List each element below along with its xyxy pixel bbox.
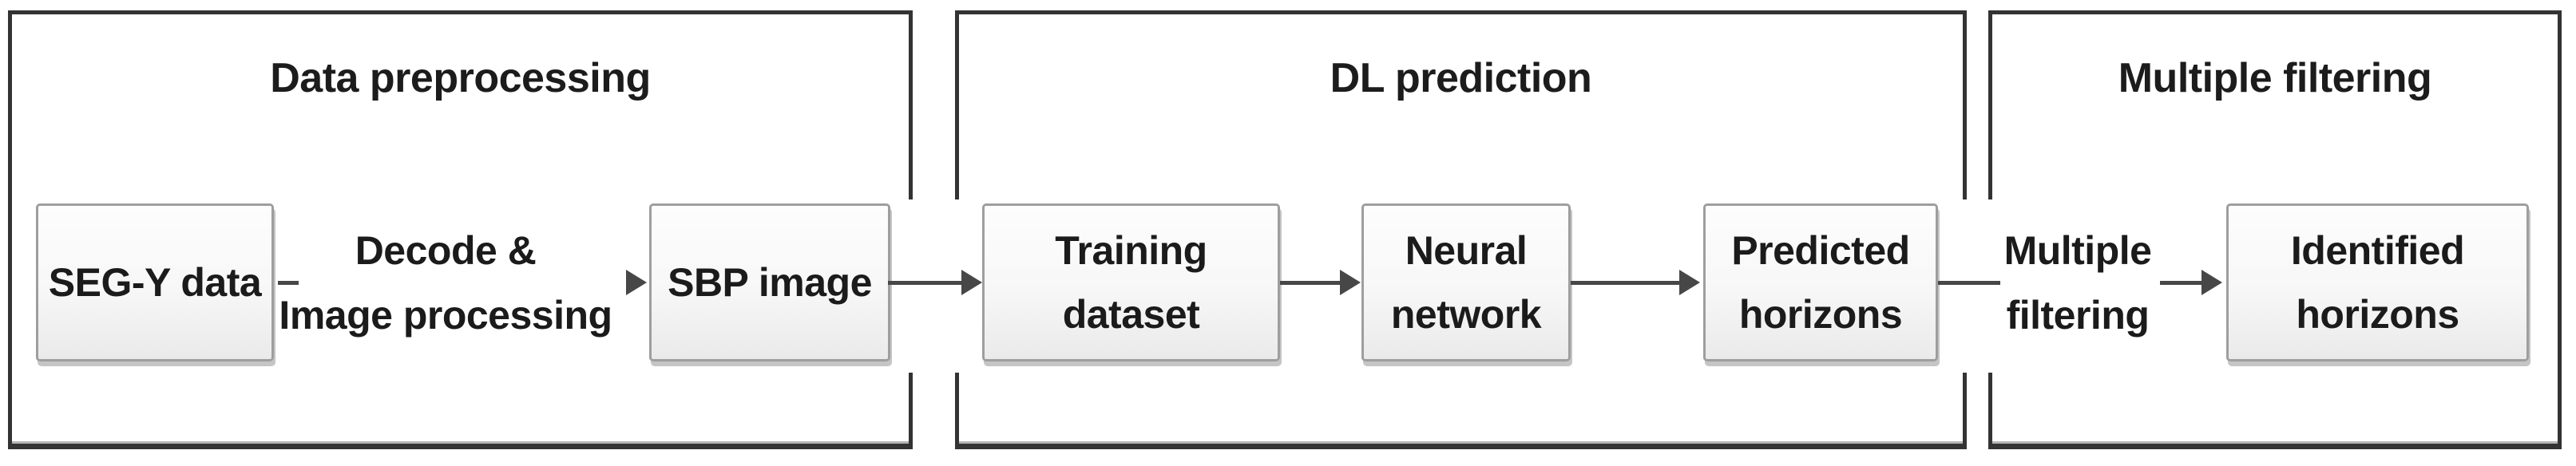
panel2-border-bottom bbox=[955, 441, 1967, 449]
node-segy-data-label: SEG-Y data bbox=[48, 260, 262, 305]
arrowhead-into-identified-icon bbox=[2201, 270, 2222, 295]
panel1-border-top bbox=[8, 10, 913, 14]
node-segy-data: SEG-Y data bbox=[36, 203, 274, 361]
panel3-border-right bbox=[2558, 10, 2562, 448]
node-predicted-horizons-label-line1: Predicted bbox=[1731, 228, 1910, 273]
panel3-border-top bbox=[1988, 10, 2562, 14]
node-sbp-image-label: SBP image bbox=[668, 260, 872, 305]
panel2-border-left-lower bbox=[955, 373, 959, 448]
panel1-border-bottom bbox=[8, 441, 913, 449]
edge-label-decode-line1: Decode & bbox=[355, 228, 537, 273]
edge-label-multiple-filtering: Multiple filtering bbox=[1991, 209, 2165, 357]
node-predicted-horizons: Predicted horizons bbox=[1703, 203, 1938, 361]
panel3-border-left-upper bbox=[1988, 10, 1992, 199]
edge-sbp-to-training-line bbox=[888, 281, 961, 285]
panel2-border-right-lower bbox=[1963, 373, 1967, 448]
node-neural-network-label-line2: network bbox=[1390, 292, 1542, 337]
arrowhead-into-predicted-icon bbox=[1679, 270, 1700, 295]
node-neural-network: Neural network bbox=[1361, 203, 1571, 361]
edge-label-decode-image-processing: Decode & Image processing bbox=[276, 209, 615, 357]
panel2-border-top bbox=[955, 10, 1967, 14]
panel-title-multiple-filtering: Multiple filtering bbox=[2118, 55, 2432, 101]
edge-filter-to-identified-line bbox=[2160, 281, 2201, 285]
panel-title-dl-prediction: DL prediction bbox=[1330, 55, 1592, 101]
panel1-border-right-upper bbox=[909, 10, 913, 199]
panel1-border-left bbox=[8, 10, 12, 448]
node-training-dataset: Training dataset bbox=[982, 203, 1280, 361]
node-training-dataset-label-line2: dataset bbox=[1062, 292, 1200, 337]
node-neural-network-label-line1: Neural bbox=[1405, 228, 1528, 273]
node-identified-horizons-label-line2: horizons bbox=[2296, 292, 2459, 337]
panel2-border-right-upper bbox=[1963, 10, 1967, 199]
panel1-border-right-lower bbox=[909, 373, 913, 448]
edge-training-to-neural-line bbox=[1280, 281, 1340, 285]
node-sbp-image: SBP image bbox=[649, 203, 890, 361]
panel3-border-bottom bbox=[1988, 441, 2562, 449]
panel-title-data-preprocessing: Data preprocessing bbox=[270, 55, 651, 101]
edge-label-filter-line1: Multiple bbox=[2003, 228, 2152, 273]
arrowhead-into-sbp-icon bbox=[626, 270, 647, 295]
edge-predicted-to-filter-stub bbox=[1938, 281, 2000, 285]
node-identified-horizons: Identified horizons bbox=[2226, 203, 2529, 361]
edge-label-decode-line2: Image processing bbox=[279, 293, 612, 338]
node-predicted-horizons-label-line2: horizons bbox=[1738, 292, 1903, 337]
arrowhead-into-neural-icon bbox=[1340, 270, 1361, 295]
panel2-border-left-upper bbox=[955, 10, 959, 199]
edge-neural-to-predicted-line bbox=[1571, 281, 1679, 285]
node-training-dataset-label-line1: Training bbox=[1055, 228, 1207, 273]
arrowhead-into-training-icon bbox=[961, 270, 982, 295]
edge-segy-to-decode-stub bbox=[278, 281, 299, 285]
panel3-border-left-lower bbox=[1988, 373, 1992, 448]
edge-label-filter-line2: filtering bbox=[2006, 293, 2150, 338]
node-identified-horizons-label-line1: Identified bbox=[2290, 228, 2465, 273]
